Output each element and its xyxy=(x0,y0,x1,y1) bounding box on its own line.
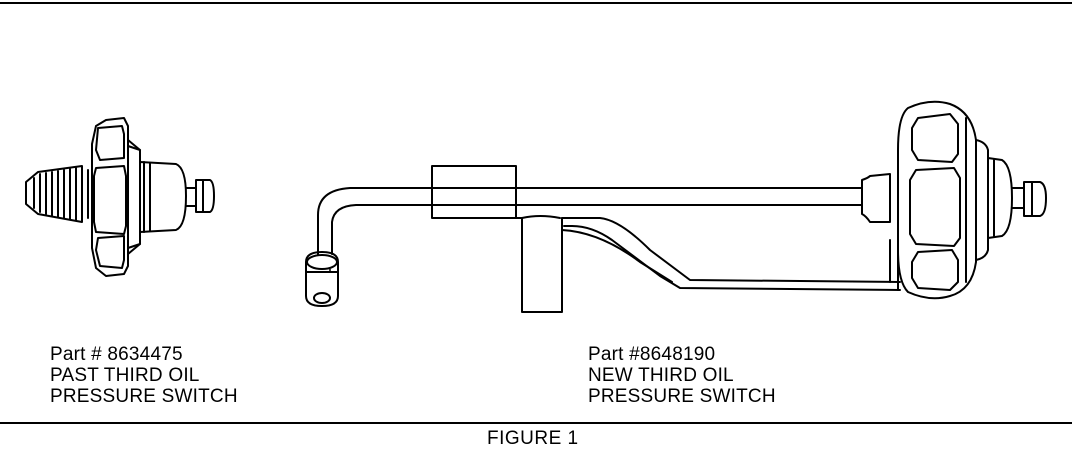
new-switch-caption: Part #8648190 NEW THIRD OIL PRESSURE SWI… xyxy=(588,344,776,407)
new-switch-body xyxy=(987,157,1025,239)
figure-label: FIGURE 1 xyxy=(487,428,579,449)
new-switch-tube-nipple xyxy=(305,251,339,307)
past-switch-hex-nut xyxy=(91,117,141,277)
new-switch-tube-neck xyxy=(861,173,891,223)
new-switch-terminal xyxy=(1023,181,1047,217)
new-switch-part-number: Part #8648190 xyxy=(588,344,716,365)
new-switch-drawing xyxy=(305,100,1047,313)
past-switch-part-number: Part # 8634475 xyxy=(50,344,183,365)
new-switch-hex-nut xyxy=(897,100,989,300)
bottom-border-rule xyxy=(0,422,1072,424)
past-switch-caption: Part # 8634475 PAST THIRD OIL PRESSURE S… xyxy=(50,344,238,407)
oil-pressure-switch-illustration xyxy=(25,100,1047,313)
new-switch-mounting-clamp xyxy=(431,165,901,313)
new-switch-title-line2: PRESSURE SWITCH xyxy=(588,386,776,407)
past-switch-terminal xyxy=(195,179,215,213)
new-switch-title-line1: NEW THIRD OIL xyxy=(588,365,734,386)
past-switch-title-line1: PAST THIRD OIL xyxy=(50,365,200,386)
past-switch-threaded-fitting xyxy=(25,165,89,223)
new-switch-bent-tube xyxy=(317,187,863,271)
past-switch-body xyxy=(127,145,197,249)
top-border-rule xyxy=(0,2,1072,4)
past-switch-title-line2: PRESSURE SWITCH xyxy=(50,386,238,407)
past-switch-drawing xyxy=(25,117,215,277)
